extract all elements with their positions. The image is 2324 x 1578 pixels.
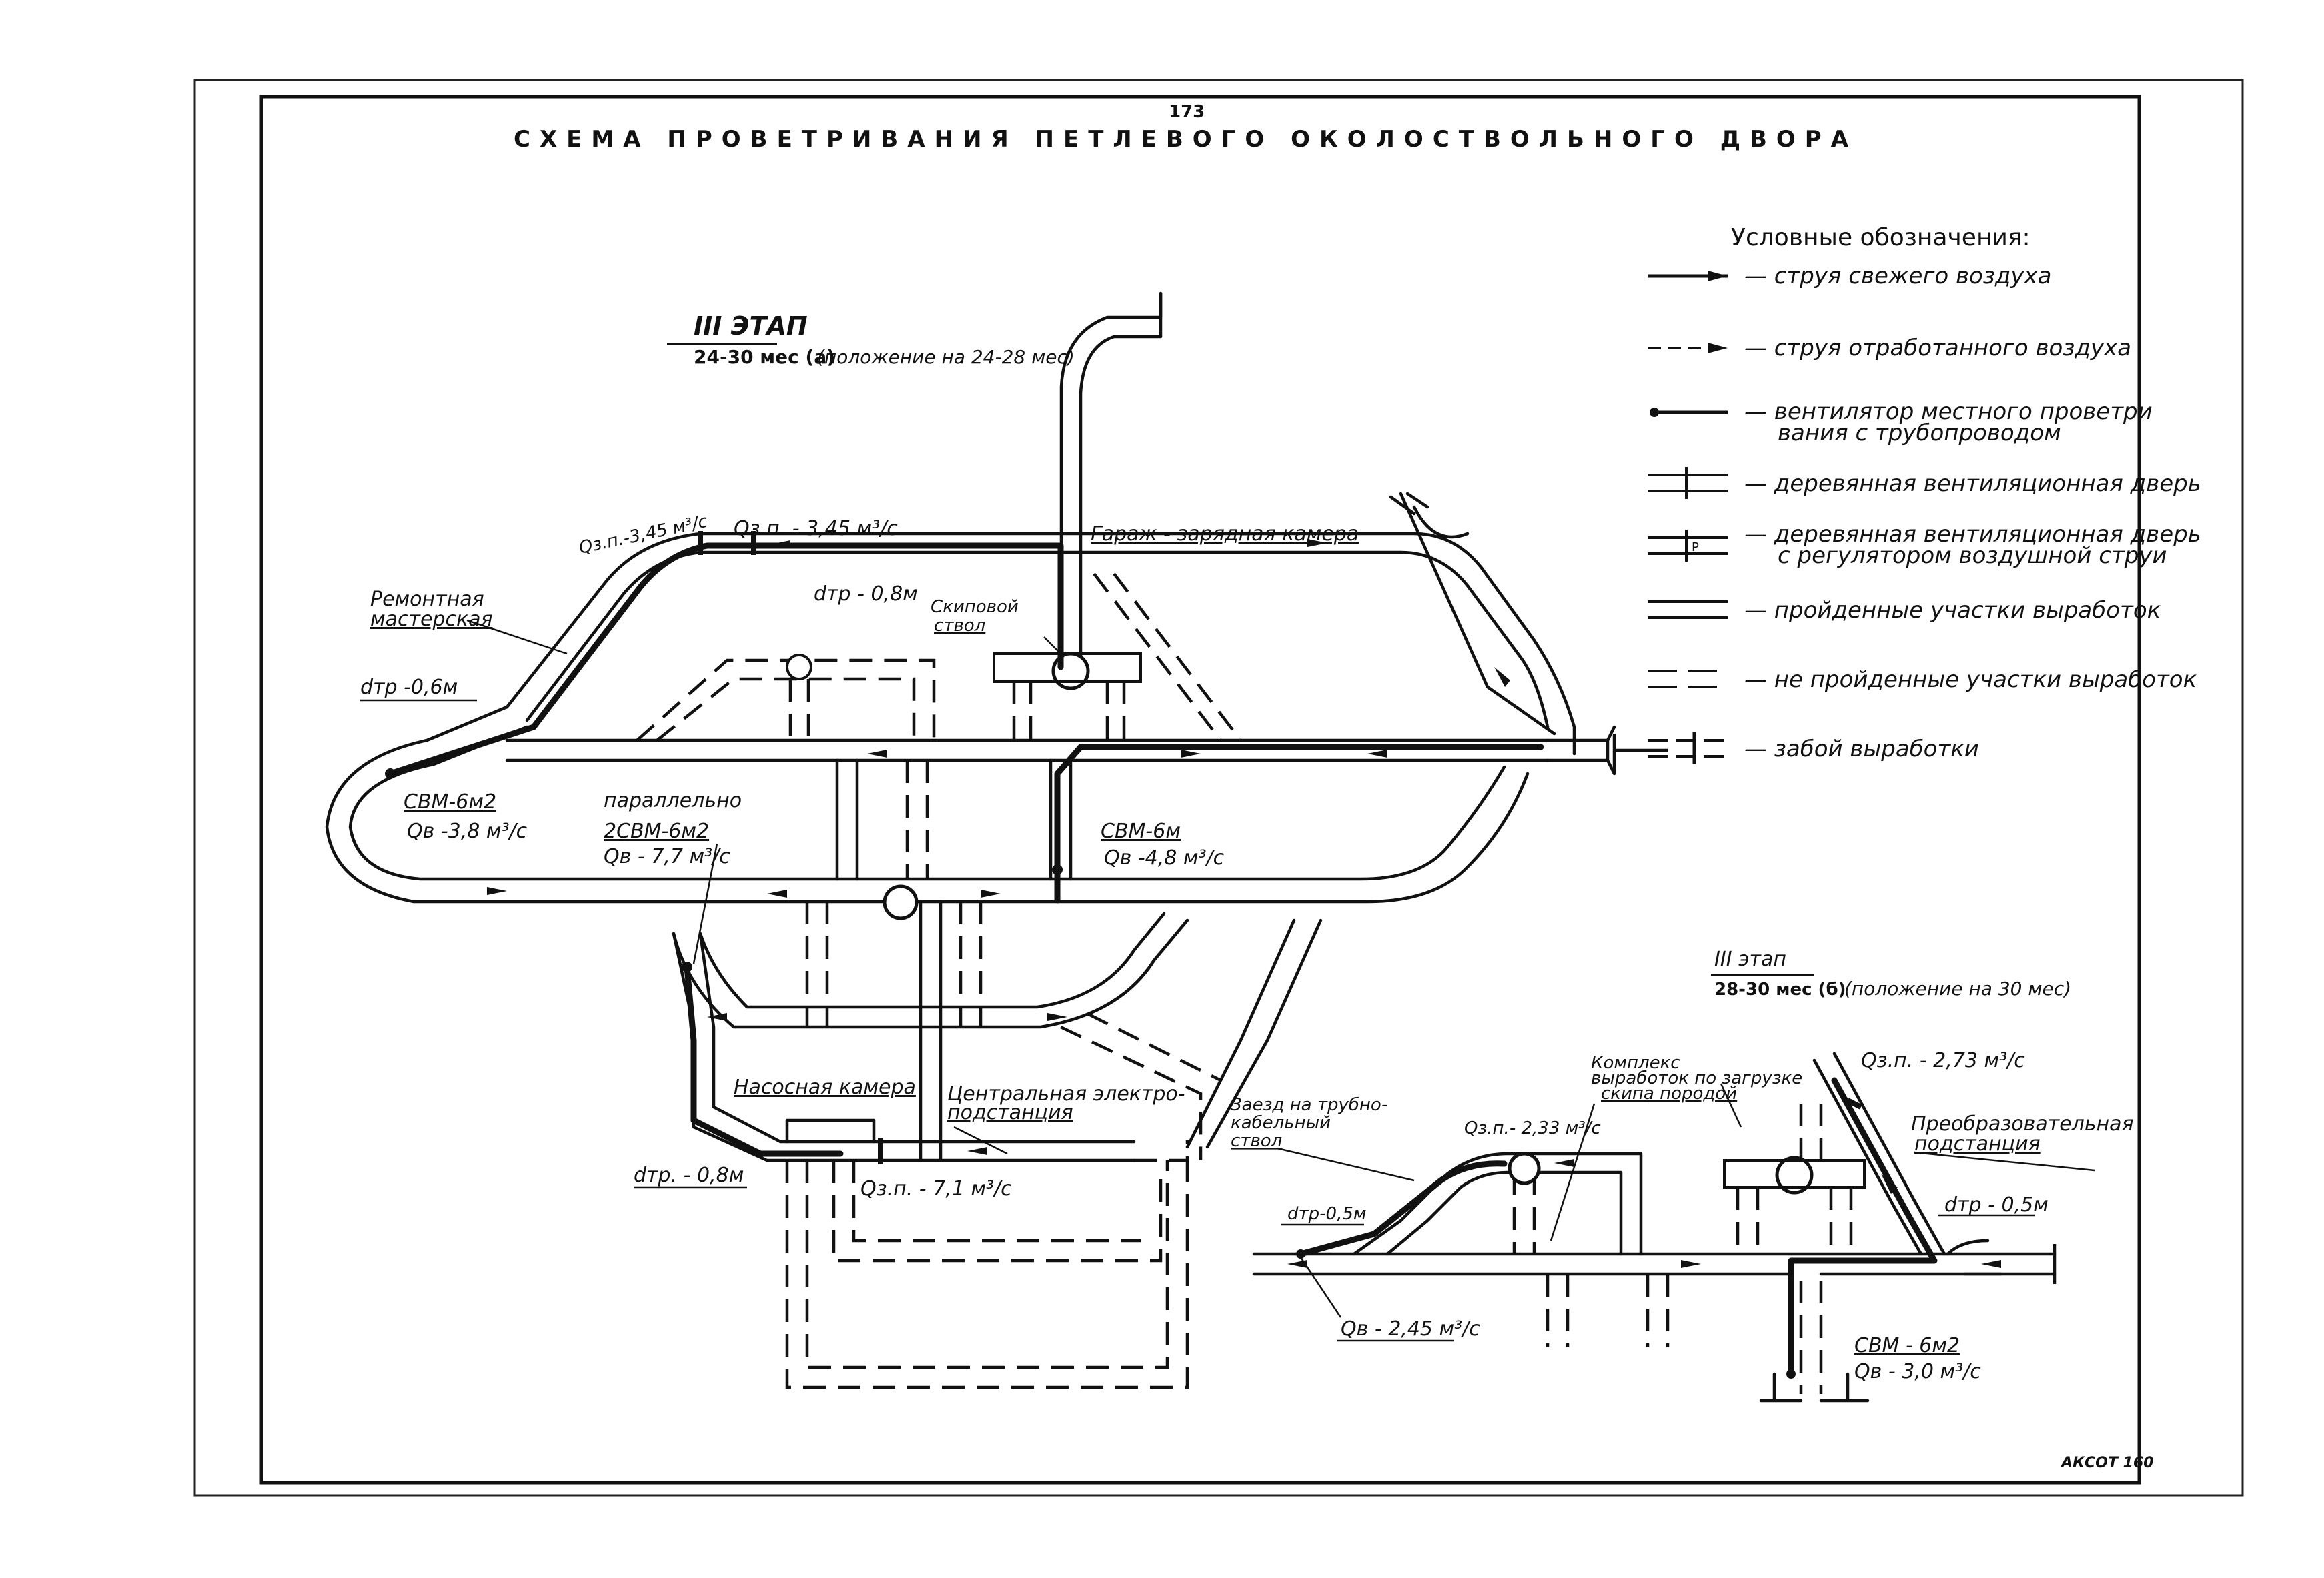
substation-label-1: Центральная электро-	[947, 1082, 1185, 1106]
stage-b-heading: III этап 28-30 мес (б) (положение на 30 …	[1711, 948, 2071, 1000]
stage-b-duct-right	[1788, 1077, 1938, 1377]
legend-not-passed-symbol	[1648, 670, 1728, 688]
complex-label-1: Комплекс	[1591, 1053, 1680, 1073]
shaft-duct-wall-right	[1079, 335, 1163, 676]
fan-right-icon	[1052, 864, 1063, 875]
q-ep-mid: Qз.п. - 3,45 м³/с	[734, 517, 898, 540]
entry-label-3: ствол	[1231, 1131, 1282, 1151]
repair-label-1: Ремонтная	[370, 588, 484, 611]
legend-face-symbol	[1648, 732, 1728, 764]
legend-door-regulator-1: — деревянная вентиляционная дверь	[1744, 521, 2201, 548]
stage-b-d-left: dтр-0,5м	[1287, 1204, 1367, 1224]
stage-b-d-right: dтр - 0,5м	[1944, 1193, 2049, 1217]
garage-label: Гараж - зарядная камера	[1091, 522, 1359, 546]
parallel-3: Qв - 7,7 м³/с	[604, 845, 730, 868]
legend: Условные обозначения: — струя свежего во…	[1648, 224, 2201, 764]
complex-label-2: выработок по загрузке	[1591, 1068, 1802, 1088]
legend-not-passed: — не пройденные участки выработок	[1744, 666, 2197, 693]
stage-b-shaft	[1775, 1156, 1814, 1195]
legend-title: Условные обозначения:	[1731, 224, 2030, 251]
skip-shaft-frame	[993, 652, 1142, 683]
page-title: СХЕМА ПРОВЕТРИВАНИЯ ПЕТЛЕВОГО ОКОЛОСТВОЛ…	[514, 126, 1858, 153]
scheme-stage-a: Гараж - зарядная камера Ремонтная мастер…	[325, 291, 1668, 1389]
stage-b-title: III этап	[1714, 948, 1786, 971]
stage-a-title: III ЭТАП	[694, 311, 808, 341]
lower-dashed-loop	[785, 1160, 1189, 1389]
legend-fresh-air: — струя свежего воздуха	[1744, 263, 2051, 289]
pump-label: Насосная камера	[734, 1076, 916, 1099]
duct-right	[1054, 744, 1544, 904]
stage-b-fan-right-icon	[1786, 1369, 1796, 1379]
airflow-arrows	[487, 539, 1510, 1155]
repair-label-2: мастерская	[370, 608, 493, 631]
fan-parallel-icon	[682, 962, 692, 972]
main-loop	[325, 492, 1668, 904]
substation-label-2: подстанция	[947, 1101, 1073, 1124]
sheet-stamp: АКСОТ 160	[2060, 1455, 2153, 1471]
stage-b-position: (положение на 30 мес)	[1844, 978, 2071, 1000]
legend-door-symbol	[1648, 467, 1728, 499]
stage-b-period: 28-30 мес (б)	[1714, 980, 1846, 1000]
svm-left-2: Qв -3,8 м³/с	[407, 820, 528, 843]
conv-label-2: подстанция	[1914, 1132, 2041, 1156]
duct-left	[387, 542, 1064, 777]
stage-b-qv: Qв - 2,45 м³/с	[1341, 1317, 1480, 1341]
stage-a-heading: III ЭТАП 24-30 мес (а) (положение на 24-…	[667, 311, 1075, 368]
complex-label-3: скипа породой	[1601, 1084, 1737, 1104]
entry-label-2: кабельный	[1231, 1113, 1331, 1133]
stage-a-period: 24-30 мес (а)	[694, 346, 835, 368]
skip-label-1: Скиповой	[931, 597, 1019, 617]
scheme-stage-b: Заезд на трубно- кабельный ствол Комплек…	[1231, 1049, 2134, 1403]
d-bottom: dтр. - 0,8м	[634, 1164, 744, 1187]
stage-b-svm-2: Qв - 3,0 м³/с	[1854, 1360, 1981, 1383]
legend-exhaust: — струя отработанного воздуха	[1744, 335, 2131, 361]
svm-right-1: СВМ-6м	[1101, 820, 1181, 843]
svm-right-2: Qв -4,8 м³/с	[1104, 846, 1225, 870]
legend-fan-2: вания с трубопроводом	[1778, 420, 2061, 446]
fan-left-icon	[385, 768, 396, 779]
page-number: 173	[1169, 102, 1205, 122]
stage-b-duct-left	[1297, 1160, 1508, 1257]
stage-b-fan-left-icon	[1296, 1249, 1305, 1259]
stage-b-arrows	[1287, 1159, 2001, 1268]
parallel-1: параллельно	[604, 789, 742, 812]
stage-b-skip	[1508, 1152, 1541, 1185]
inner-chamber-left	[786, 654, 812, 680]
legend-fan-1: — вентилятор местного проветри	[1744, 398, 2153, 425]
entry-label-1: Заезд на трубно-	[1231, 1095, 1387, 1115]
inner-dashed-loop	[636, 658, 936, 742]
stage-b-svm-1: СВМ - 6м2	[1854, 1334, 1960, 1357]
legend-door-regulator-symbol: P	[1648, 530, 1728, 562]
parallel-2: 2СВМ-6м2	[604, 820, 709, 843]
duct-bottom	[684, 964, 844, 1157]
legend-passed: — пройденные участки выработок	[1744, 597, 2161, 624]
skip-label-2: ствол	[934, 616, 985, 636]
svg-text:P: P	[1692, 540, 1699, 554]
legend-passed-symbol	[1648, 600, 1728, 619]
q-ep-bottom: Qз.п. - 7,1 м³/с	[860, 1177, 1012, 1201]
stage-a-position: (положение на 24-28 мес)	[817, 346, 1075, 368]
inner-border	[259, 95, 2141, 1485]
d-left: dтр -0,6м	[360, 676, 458, 699]
stage-b-q-left: Qз.п.- 2,33 м³/с	[1464, 1118, 1601, 1138]
svm-left-1: СВМ-6м2	[404, 790, 496, 814]
shaft-duct-wall-left	[1059, 291, 1163, 676]
legend-face: — забой выработки	[1744, 736, 1979, 762]
conv-label-1: Преобразовательная	[1911, 1112, 2134, 1136]
outer-border	[193, 79, 2244, 1497]
stage-b-q-right: Qз.п. - 2,73 м³/с	[1861, 1049, 2025, 1072]
central-shaft	[883, 884, 919, 920]
legend-door-regulator-2: с регулятором воздушной струи	[1778, 542, 2167, 569]
legend-door: — деревянная вентиляционная дверь	[1744, 470, 2201, 497]
d-top: dтр - 0,8м	[814, 582, 918, 606]
